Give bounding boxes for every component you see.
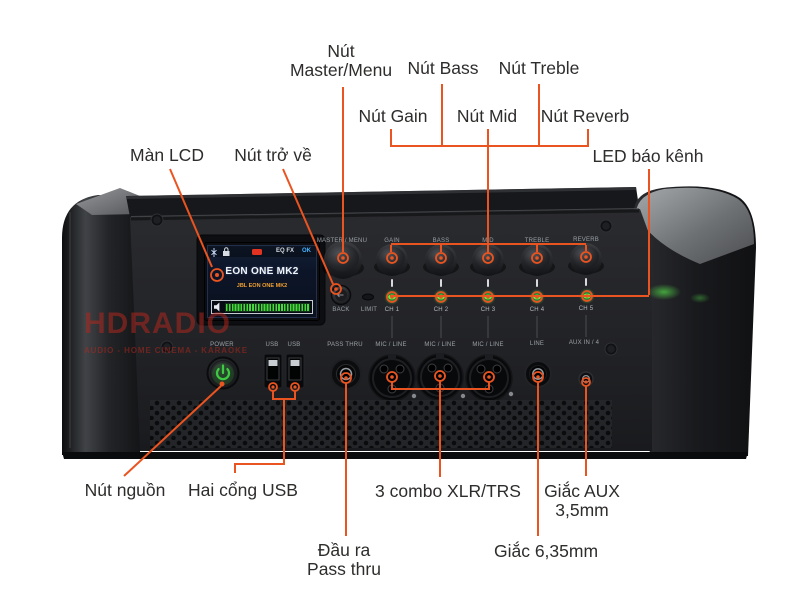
panel-label-usb1: USB (265, 342, 279, 348)
marker-back-button (330, 283, 342, 295)
label-master-menu: Nút Master/Menu (289, 41, 393, 80)
lock-icon (223, 247, 230, 256)
panel-label-back: BACK (332, 307, 350, 313)
label-usb: Hai cổng USB (188, 480, 298, 500)
panel-label-reverb: REVERB (573, 237, 599, 243)
panel-label-ch3: CH 3 (480, 307, 496, 313)
label-lcd: Màn LCD (130, 145, 204, 165)
panel-label-ch4: CH 4 (529, 307, 545, 313)
bluetooth-icon (211, 247, 217, 257)
label-led-channels: LED báo kênh (592, 146, 704, 166)
lcd-display: EQ FX OK EON ONE MK2 JBL EON ONE MK2 (204, 242, 320, 321)
label-passthru: Đầu ra Pass thru (307, 540, 381, 579)
lcd-ok-badge: OK (302, 248, 311, 254)
speaker-grille (150, 400, 612, 448)
label-gain: Nút Gain (358, 106, 428, 126)
speaker-body (62, 186, 756, 459)
marker-ch4-led (531, 291, 543, 303)
marker-aux-jack (581, 377, 591, 387)
panel-label-micline3: MIC / LINE (472, 342, 504, 348)
panel-label-master-menu: MASTER / MENU (316, 238, 368, 244)
marker-xlr-1 (386, 371, 398, 383)
label-mid: Nút Mid (456, 106, 518, 126)
back-button (330, 284, 352, 306)
lcd-subtitle: JBL EON ONE MK2 (236, 283, 288, 289)
knob-ticks (391, 278, 587, 287)
marker-ch5-led (581, 290, 593, 302)
leader-back (282, 168, 334, 285)
panel-label-bass: BASS (432, 238, 450, 244)
leader-knob-stubs (390, 245, 587, 252)
label-reverb: Nút Reverb (540, 106, 630, 126)
knob-master-menu (322, 241, 364, 279)
marker-lcd (210, 268, 224, 282)
panel-label-limit: LIMIT (360, 307, 378, 313)
marker-power (219, 381, 225, 387)
label-bass: Nút Bass (407, 58, 479, 78)
marker-usb-1 (268, 382, 278, 392)
limit-led (362, 293, 374, 301)
marker-reverb-knob (580, 251, 592, 263)
panel-label-micline1: MIC / LINE (375, 342, 407, 348)
panel-label-ch5: CH 5 (578, 306, 594, 312)
marker-treble-knob (531, 252, 543, 264)
marker-ch3-led (482, 291, 494, 303)
lcd-status-bar: EQ FX OK (208, 246, 316, 257)
usb-port-1 (263, 353, 283, 389)
panel-label-ch1: CH 1 (384, 307, 400, 313)
marker-passthru (340, 372, 352, 384)
marker-gain-knob (386, 252, 398, 264)
panel-label-usb2: USB (287, 342, 301, 348)
marker-bass-knob (435, 252, 447, 264)
watermark-tagline: AUDIO - HOME CINEMA - KARAOKE (84, 346, 249, 355)
leader-usb-down (234, 399, 285, 473)
volume-level (225, 302, 310, 312)
marker-ch1-led (386, 291, 398, 303)
watermark: HDRADIO AUDIO - HOME CINEMA - KARAOKE (84, 307, 284, 356)
panel-label-gain: GAIN (384, 238, 400, 244)
panel-screws (150, 213, 618, 356)
marker-master-knob (337, 252, 349, 264)
lcd-eq-fx: EQ FX (275, 248, 294, 254)
leader-lcd (169, 168, 213, 268)
panel-label-line: LINE (529, 341, 545, 347)
speaker-icon (214, 302, 220, 312)
panel-label-passthru: PASS THRU (327, 342, 363, 348)
marker-mid-knob (482, 252, 494, 264)
power-icon (215, 364, 231, 381)
marker-xlr-3 (483, 371, 495, 383)
power-button (206, 356, 240, 390)
lcd-screen: EQ FX OK EON ONE MK2 JBL EON ONE MK2 (207, 245, 317, 318)
panel-label-ch2: CH 2 (433, 307, 449, 313)
knob-gain (374, 244, 410, 276)
leader-usb-bracket (272, 390, 296, 400)
marker-xlr-2 (434, 370, 446, 382)
panel-label-micline2: MIC / LINE (424, 342, 456, 348)
label-power: Nút nguồn (84, 480, 166, 500)
lcd-title: EON ONE MK2 (225, 266, 299, 277)
channel-dividers (391, 315, 587, 338)
leader-power (123, 385, 222, 477)
panel-label-power: POWER (210, 342, 234, 348)
marker-usb-2 (290, 382, 300, 392)
marker-line-jack (532, 371, 544, 383)
lcd-volume-bar (211, 300, 313, 314)
label-jack-635: Giắc 6,35mm (493, 541, 599, 561)
label-treble: Nút Treble (498, 58, 580, 78)
label-aux: Giắc AUX 3,5mm (544, 481, 620, 520)
panel-label-auxin: AUX IN / 4 (568, 340, 600, 346)
marker-ch2-led (435, 291, 447, 303)
label-back: Nút trở về (234, 145, 312, 165)
usb-port-2 (285, 353, 305, 389)
label-xlr: 3 combo XLR/TRS (375, 481, 521, 501)
record-badge (252, 248, 262, 255)
panel-label-treble: TREBLE (524, 238, 550, 244)
watermark-brand: HDRADIO (84, 307, 231, 340)
line-jack (524, 360, 552, 388)
